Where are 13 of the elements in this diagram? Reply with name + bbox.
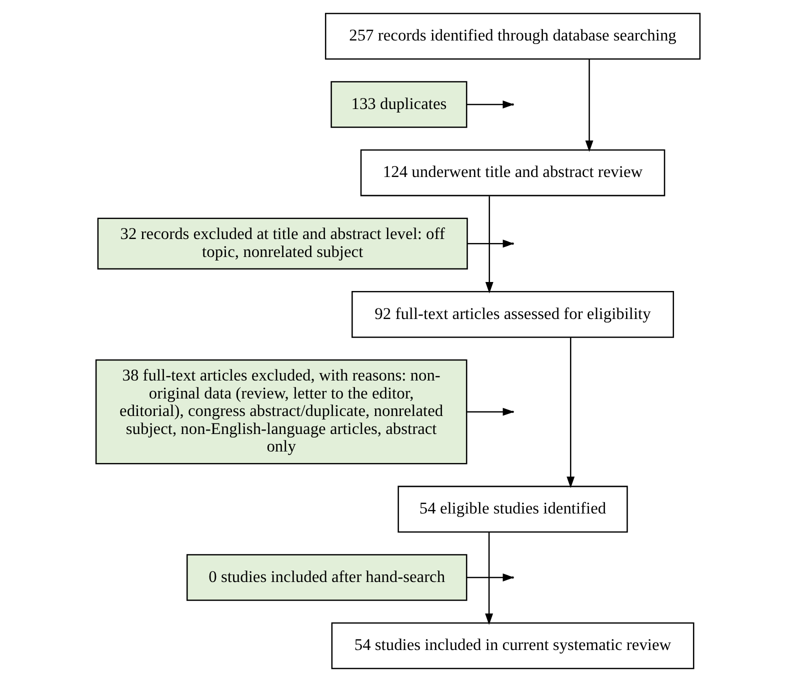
node-box: 54 eligible studies identified [398,486,628,533]
node-box: 32 records excluded at title and abstract level: off topic, nonrelated subject [97,218,468,270]
node-box: 54 studies included in current systematic review [331,622,694,670]
node-box: 257 records identified through database searching [324,12,701,60]
node-box: 133 duplicates [330,81,468,128]
arrow [566,338,575,488]
arrow [585,59,594,152]
arrow [485,532,494,625]
node-box: 92 full-text articles assessed for eligibility [352,291,674,338]
arrow [485,196,494,294]
node-box: 38 full-text articles excluded, with reasons: non-original data (review, letter to the editor, editorial), congress abstract/duplicate, nonrelated subject, non-English-language articles, abstract only [95,359,468,464]
node-box: 0 studies included after hand-search [186,554,468,601]
node-box: 124 underwent title and abstract review [360,149,666,196]
